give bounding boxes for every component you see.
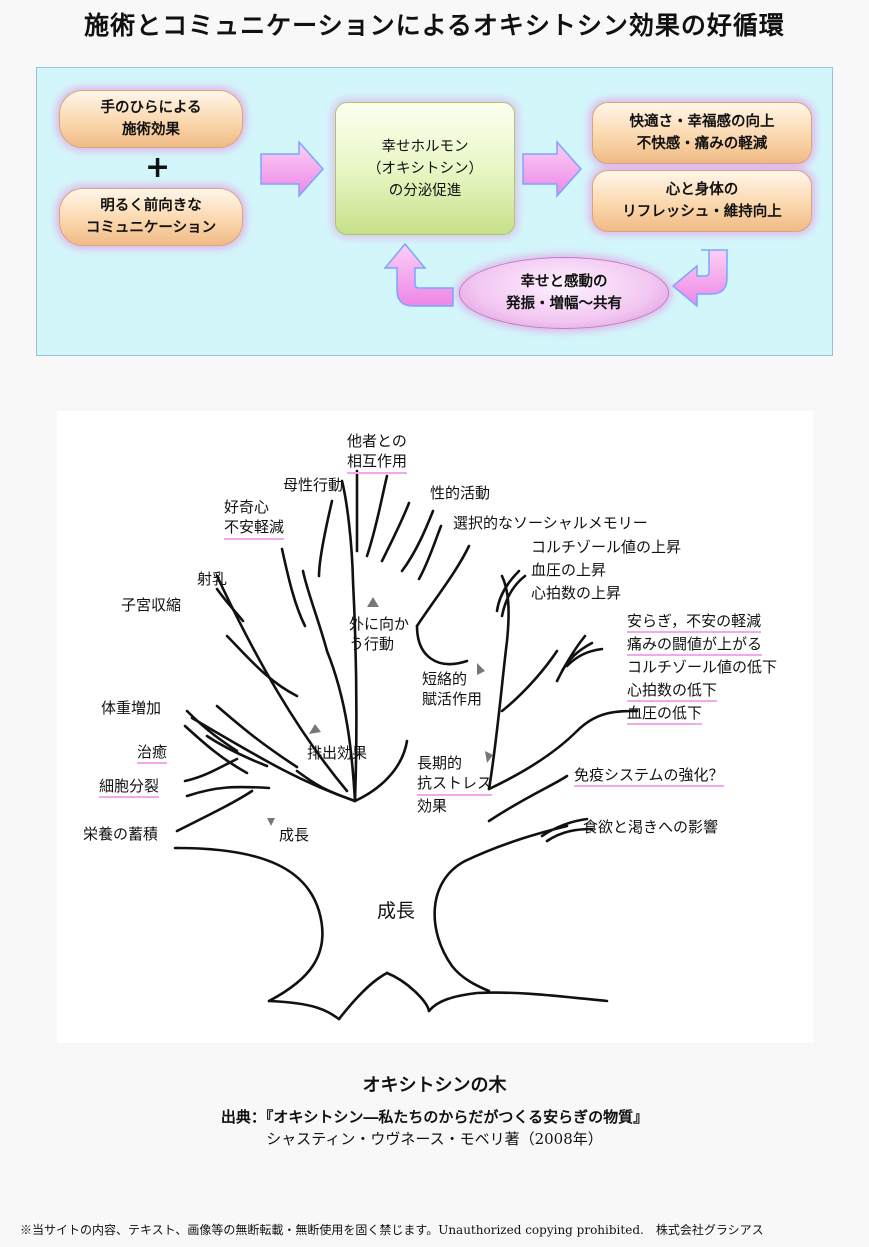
label-ketsuatsu-down: 血圧の低下 — [627, 703, 703, 725]
label-seichou-big: 成長 — [377, 900, 416, 922]
twig-c-6 — [417, 524, 443, 581]
twig-ll-6 — [185, 709, 239, 753]
trunk-left — [175, 846, 324, 1003]
refresh-pill: 心と身体のリフレッシュ・維持向上 — [592, 170, 812, 232]
curved-arrow-icon — [383, 242, 454, 307]
triangle-marker — [267, 818, 275, 826]
twig-c-4 — [380, 501, 411, 563]
limb-center-lower — [353, 739, 409, 803]
label-bosei: 母性行動 — [283, 476, 344, 494]
trunk-right — [433, 859, 491, 993]
twig-ll-3 — [183, 757, 239, 783]
limb-center-left — [301, 569, 357, 803]
label-shikyu: 子宮収縮 — [121, 596, 182, 614]
copyright-footer: ※当サイトの内容、テキスト、画像等の無断転載・無断使用を固く禁じます。Unaut… — [20, 1223, 764, 1237]
label-taiju: 体重増加 — [101, 699, 162, 717]
triangle-marker — [477, 663, 485, 675]
caption-title: オキシトシンの木 — [362, 1075, 507, 1096]
label-seichou-small: 成長 — [279, 826, 310, 844]
label-shokuyoku: 食欲と渇きへの影響 — [583, 818, 719, 836]
twig-re-2 — [545, 827, 594, 843]
label-kortisol-up: コルチゾール値の上昇 — [531, 538, 682, 556]
cycle-diagram: 手のひらによる施術効果 + 明るく前向きなコミュニケーション 幸せホルモン（オキ… — [36, 67, 833, 356]
cycle-arrows — [260, 140, 728, 308]
limb-left-2 — [215, 704, 299, 769]
communication-pill: 明るく前向きなコミュニケーション — [59, 188, 243, 246]
twig-c-1 — [317, 499, 334, 578]
oxytocin-tree-diagram: 他者との 相互作用 母性行動 性的活動 好奇心 不安軽減 選択的なソーシャルメモ… — [57, 411, 813, 1043]
happiness-ellipse: 幸せと感動の発振・増幅～共有 — [459, 257, 669, 329]
twig-rb-1 — [555, 634, 587, 683]
label-saibou: 細胞分裂 — [99, 776, 160, 798]
limb-right-c — [500, 649, 559, 713]
twig-rb-3 — [565, 647, 604, 668]
limb-center — [340, 479, 358, 803]
page-title: 施術とコミュニケーションによるオキシトシン効果の好循環 — [84, 11, 785, 40]
limb-right-b — [487, 709, 639, 791]
label-itami: 痛みの闘値が上がる — [627, 634, 763, 656]
oxytocin-box: 幸せホルモン（オキシトシン）の分泌促進 — [335, 102, 515, 235]
triangle-marker — [367, 597, 379, 607]
hand-treatment-pill: 手のひらによる施術効果 — [59, 90, 243, 148]
label-shinpaku-up: 心拍数の上昇 — [531, 584, 622, 602]
triangle-marker — [309, 724, 321, 734]
label-soto: 外に向か う行動 — [349, 615, 410, 653]
curved-arrow-icon — [671, 249, 728, 308]
twig-r-1 — [500, 574, 527, 618]
root-4 — [427, 991, 609, 1013]
twig-c-5 — [400, 509, 435, 573]
label-shanyu: 射乳 — [197, 570, 228, 588]
twig-r-2 — [495, 569, 521, 613]
limb-rc — [415, 544, 471, 628]
twig-ll-2 — [185, 785, 271, 798]
twig-left-b — [280, 547, 307, 628]
twig-left-a — [215, 587, 245, 623]
label-ketsuatsu-up: 血圧の上昇 — [531, 561, 607, 579]
caption-source: 出典：『オキシトシン―私たちのからだがつくる安らぎの物質』 — [220, 1108, 649, 1126]
tree-drawing — [173, 469, 639, 1021]
label-shinpaku-down: 心拍数の低下 — [627, 680, 718, 702]
label-sentaku: 選択的なソーシャルメモリー — [453, 514, 648, 532]
limb-right-a — [487, 574, 510, 791]
plus-sign: + — [145, 150, 171, 185]
twig-rb-2 — [560, 641, 594, 673]
triangle-marker — [485, 751, 493, 763]
limb-rc-2 — [415, 624, 469, 666]
limb-right-e — [463, 824, 569, 863]
twig-ll-1 — [175, 789, 254, 833]
label-choki: 長期的 抗ストレス 効果 — [417, 754, 493, 815]
label-tanraku: 短絡的 賦活作用 — [422, 670, 483, 708]
limb-left-upper-2 — [225, 634, 299, 698]
label-chiyu: 治癒 — [137, 742, 168, 764]
caption-author: シャスティン・ウヴネース・モベリ著（2008年） — [266, 1130, 603, 1148]
label-haishutsu: 排出効果 — [307, 744, 368, 762]
root-2 — [337, 971, 389, 1021]
label-eiyou: 栄養の蓄積 — [83, 825, 159, 843]
label-anraku: 安らぎ，不安の軽減 — [627, 611, 762, 633]
root-3 — [385, 971, 431, 1013]
twig-re-1 — [540, 817, 589, 838]
arrow-right-icon — [260, 140, 325, 198]
label-koukishin: 好奇心 不安軽減 — [224, 497, 285, 540]
twig-ll-5 — [205, 734, 269, 768]
label-kortisol-down: コルチゾール値の低下 — [627, 658, 778, 676]
limb-right-d — [487, 774, 569, 823]
label-meneki: 免疫システムの強化？ — [574, 765, 724, 787]
twig-ll-4 — [183, 724, 249, 775]
label-tasha: 他者との 相互作用 — [347, 431, 408, 474]
comfort-pill: 快適さ・幸福感の向上不快感・痛みの軽減 — [592, 102, 812, 164]
root-1 — [267, 999, 341, 1021]
label-seiteki: 性的活動 — [430, 484, 491, 502]
arrow-right-icon — [522, 140, 583, 198]
limb-center-lower-2 — [295, 769, 357, 803]
twig-c-3 — [365, 474, 389, 558]
